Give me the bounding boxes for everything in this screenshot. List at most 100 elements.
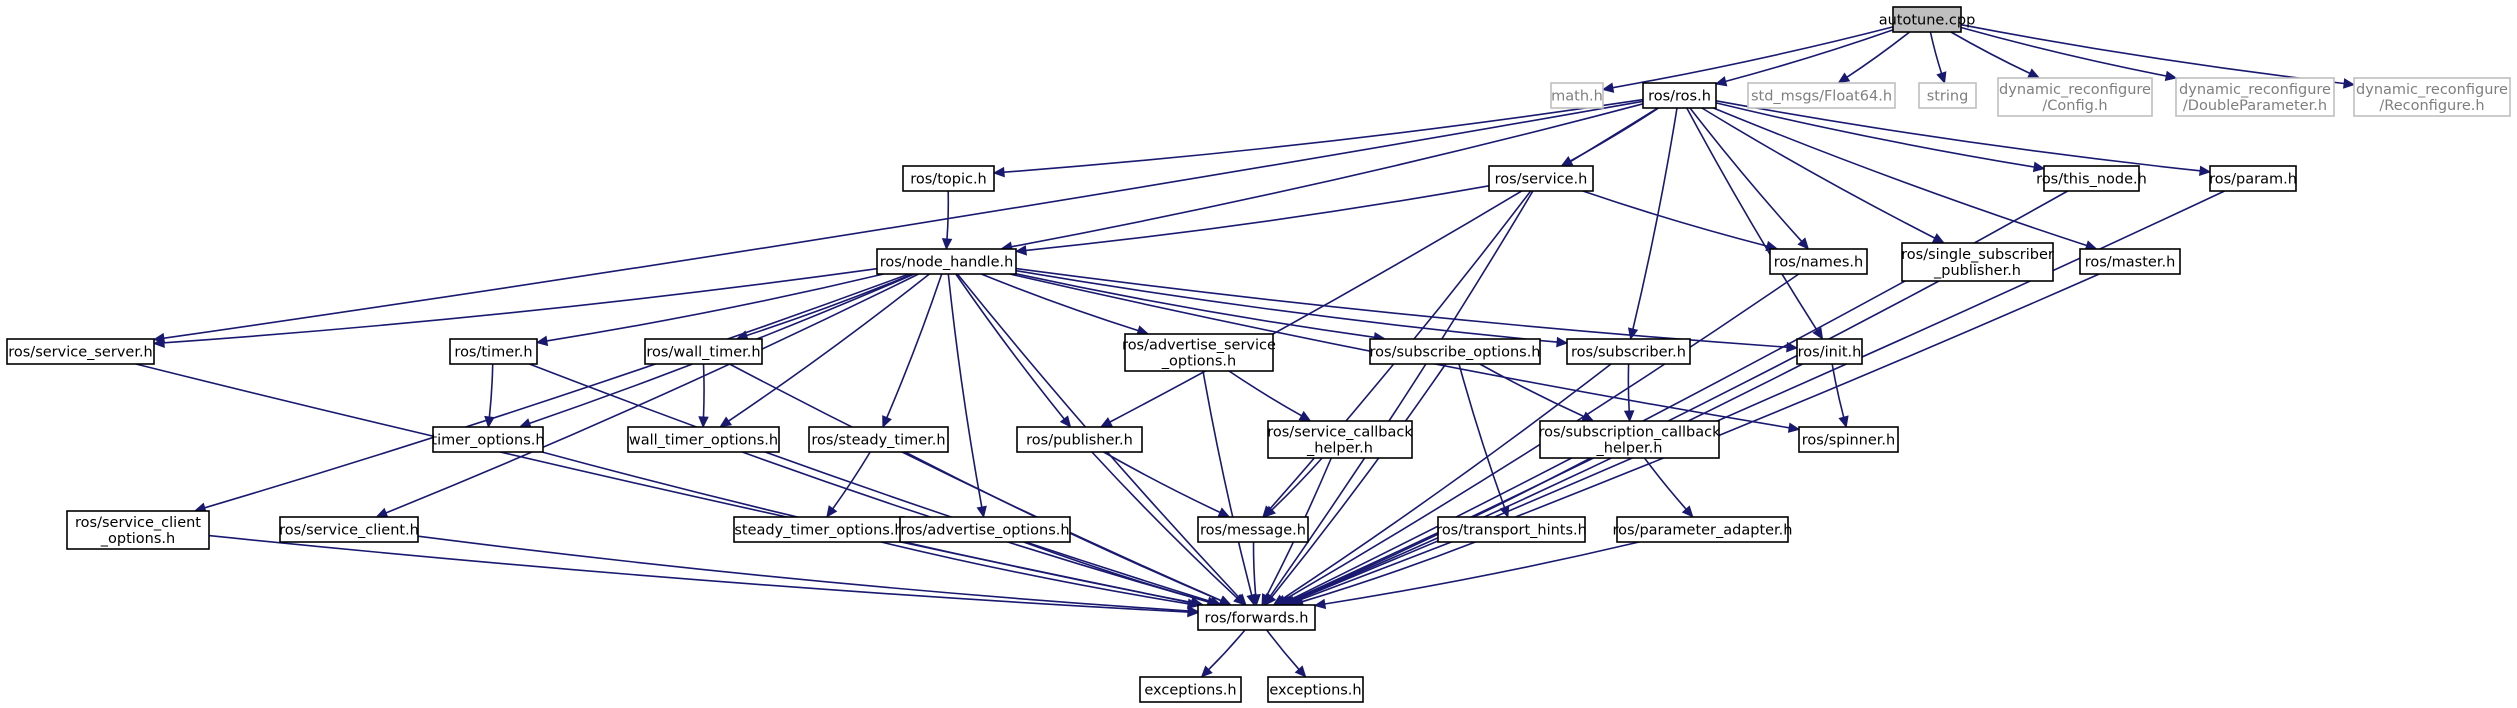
node-wall_timer_opts[interactable]: wall_timer_options.h	[627, 426, 780, 453]
node-label: ros/param.h	[2209, 172, 2297, 188]
node-service[interactable]: ros/service.h	[1488, 165, 1594, 192]
arrowhead	[1627, 327, 1639, 341]
node-forwards[interactable]: ros/forwards.h	[1197, 604, 1316, 631]
edge-line	[1960, 26, 2167, 77]
arrowhead	[1714, 76, 1728, 87]
node-subscribe_opts[interactable]: ros/subscribe_options.h	[1369, 338, 1541, 365]
node-steady_timer_opts[interactable]: steady_timer_options.h	[733, 516, 905, 543]
edge-line	[980, 273, 1139, 332]
node-box	[1901, 242, 2054, 282]
node-label: ros/node_handle.h	[880, 255, 1014, 271]
node-box	[644, 338, 763, 365]
node-service_cb_helper[interactable]: ros/service_callback_helper.h	[1267, 420, 1413, 459]
node-box	[1997, 77, 2153, 117]
node-ros[interactable]: ros/ros.h	[1642, 82, 1717, 109]
node-float64: std_msgs/Float64.h	[1747, 82, 1896, 109]
edge-line	[1025, 185, 1490, 252]
node-box	[1124, 333, 1274, 372]
node-timer[interactable]: ros/timer.h	[449, 338, 538, 365]
node-master[interactable]: ros/master.h	[2079, 248, 2181, 275]
node-advertise_opts[interactable]: ros/advertise_options.h	[899, 516, 1071, 543]
node-label: _publisher.h	[1933, 263, 2021, 279]
arrowhead	[2027, 68, 2041, 79]
edge-service_client_opts-to-forwards	[208, 534, 1200, 618]
edge-line	[1228, 370, 1302, 417]
edge-line	[1011, 103, 1644, 248]
edge-ros-to-single_sub	[1701, 107, 1945, 244]
node-box	[2079, 248, 2181, 275]
edge-line	[702, 363, 705, 418]
node-steady_timer[interactable]: ros/steady_timer.h	[808, 426, 949, 453]
edge-adv_service_opts-to-forwards	[1202, 370, 1257, 607]
arrowhead	[1014, 245, 1027, 256]
arrowhead	[1581, 411, 1595, 422]
arrowhead	[1200, 665, 1213, 678]
edge-subscribe_opts-to-sub_cb_helper	[1479, 363, 1595, 422]
node-timer_opts[interactable]: timer_options.h	[431, 426, 545, 453]
node-string: string	[1918, 82, 1977, 109]
arrowhead	[882, 415, 892, 429]
node-topic[interactable]: ros/topic.h	[902, 165, 995, 192]
arrowhead	[1838, 415, 1849, 429]
arrowhead	[941, 238, 953, 251]
node-label: /Config.h	[2042, 98, 2107, 114]
edge-line	[1023, 541, 1209, 603]
node-service_server[interactable]: ros/service_server.h	[6, 338, 155, 365]
node-box	[1769, 248, 1868, 275]
edge-line	[163, 100, 1644, 339]
edge-line	[417, 535, 1189, 612]
node-exceptions1[interactable]: exceptions.h	[1139, 676, 1242, 703]
arrowhead	[2343, 78, 2356, 89]
node-node_handle[interactable]: ros/node_handle.h	[876, 248, 1017, 275]
node-transport_hints[interactable]: ros/transport_hints.h	[1436, 516, 1587, 543]
node-label: _helper.h	[1306, 441, 1373, 457]
node-box	[1139, 676, 1242, 703]
node-box	[1016, 426, 1143, 453]
node-label: timer_options.h	[431, 433, 544, 449]
node-names[interactable]: ros/names.h	[1769, 248, 1868, 275]
node-dyndouble: dynamic_reconfigure/DoubleParameter.h	[2175, 77, 2335, 117]
node-box	[1566, 338, 1691, 365]
edge-node_handle-to-steady_timer	[882, 273, 943, 429]
node-label: dynamic_reconfigure	[2179, 82, 2331, 98]
node-message[interactable]: ros/message.h	[1197, 516, 1309, 543]
edge-line	[546, 273, 884, 342]
arrowhead	[1059, 415, 1072, 428]
node-single_sub[interactable]: ros/single_subscriber_publisher.h	[1901, 242, 2054, 282]
node-box	[1267, 676, 1364, 703]
edge-publisher-to-forwards	[1091, 451, 1246, 606]
node-service_client_opts[interactable]: ros/service_client_options.h	[66, 510, 210, 550]
edge-line	[1725, 29, 1894, 83]
node-label: ros/advertise_service	[1122, 338, 1276, 354]
node-spinner[interactable]: ros/spinner.h	[1798, 426, 1899, 453]
edge-line	[1689, 107, 1803, 242]
node-param_adapter[interactable]: ros/parameter_adapter.h	[1613, 516, 1793, 543]
node-service_client[interactable]: ros/service_client.h	[279, 516, 419, 543]
arrowhead	[1233, 593, 1246, 606]
arrowhead	[1787, 422, 1801, 433]
node-autotune[interactable]: autotune.cpp	[1879, 6, 1976, 33]
node-adv_service_opts[interactable]: ros/advertise_service_options.h	[1122, 333, 1276, 372]
node-sub_cb_helper[interactable]: ros/subscription_callback_helper.h	[1538, 420, 1721, 459]
arrowhead	[1313, 598, 1327, 610]
node-init[interactable]: ros/init.h	[1796, 338, 1863, 365]
edge-autotune-to-dynconfig	[1950, 31, 2041, 79]
node-wall_timer[interactable]: ros/wall_timer.h	[644, 338, 763, 365]
node-box	[2175, 77, 2335, 117]
node-this_node[interactable]: ros/this_node.h	[2036, 165, 2147, 192]
node-subscriber[interactable]: ros/subscriber.h	[1566, 338, 1691, 365]
edge-line	[1103, 451, 1221, 514]
node-box	[1488, 165, 1594, 192]
edge-line	[729, 363, 1222, 602]
node-param[interactable]: ros/param.h	[2209, 165, 2297, 192]
edge-service_client-to-forwards	[417, 535, 1200, 617]
arrowhead	[1786, 341, 1799, 353]
edge-forwards-to-exceptions2	[1266, 629, 1307, 678]
node-label: ros/subscribe_options.h	[1370, 345, 1541, 361]
edges-layer	[135, 23, 2356, 678]
node-publisher[interactable]: ros/publisher.h	[1016, 426, 1143, 453]
arrowhead	[1261, 593, 1272, 606]
node-label: ros/master.h	[2085, 255, 2176, 271]
node-exceptions2[interactable]: exceptions.h	[1267, 676, 1364, 703]
